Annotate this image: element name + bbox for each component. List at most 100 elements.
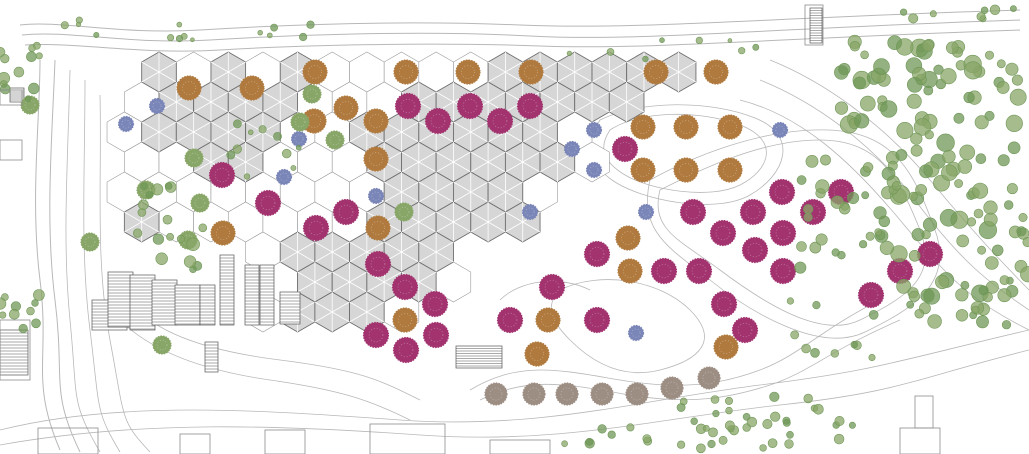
shrub xyxy=(767,438,778,449)
shrub xyxy=(561,440,568,448)
shrub xyxy=(796,241,807,252)
shrub xyxy=(936,133,955,153)
shrub xyxy=(642,55,649,63)
brown-tree xyxy=(393,59,419,85)
shrub xyxy=(151,183,164,196)
shrub xyxy=(997,288,1012,303)
magenta-flowering-tree xyxy=(486,107,514,135)
shrub xyxy=(941,164,958,181)
magenta-flowering-tree xyxy=(769,219,797,247)
shrub xyxy=(933,64,944,75)
shrub xyxy=(786,297,795,305)
shrub xyxy=(983,212,998,227)
shrub xyxy=(959,144,976,161)
hexagonal-canopy xyxy=(314,291,350,333)
hexagonal-canopy xyxy=(556,51,593,93)
shrub xyxy=(198,223,208,233)
shrub xyxy=(232,144,242,154)
grey-tree xyxy=(660,376,684,400)
shrub xyxy=(762,418,773,429)
magenta-flowering-tree xyxy=(362,321,390,349)
shrub xyxy=(702,424,710,432)
shrub xyxy=(166,232,174,241)
shrub xyxy=(597,424,607,434)
shrub xyxy=(910,132,923,145)
deck-hatching xyxy=(279,291,301,325)
magenta-flowering-tree xyxy=(741,236,769,264)
brown-tree xyxy=(617,258,643,284)
shrub xyxy=(784,439,794,449)
shrub xyxy=(860,50,869,60)
shrub xyxy=(940,68,957,85)
shrub xyxy=(809,241,822,254)
brown-tree xyxy=(643,59,669,85)
hexagonal-canopy xyxy=(279,231,316,273)
shrub xyxy=(830,349,839,358)
shrub xyxy=(908,191,918,201)
magenta-flowering-tree xyxy=(685,257,713,285)
shrub xyxy=(708,427,718,438)
shrub xyxy=(868,309,879,320)
shrub xyxy=(258,125,267,134)
hexagonal-canopy xyxy=(608,81,645,123)
deck-hatching xyxy=(199,284,216,326)
shrub xyxy=(1003,200,1014,210)
shrub xyxy=(921,39,935,52)
shrub xyxy=(997,154,1010,167)
shrub xyxy=(782,418,791,427)
shrub xyxy=(270,23,278,32)
magenta-flowering-tree xyxy=(709,219,737,247)
shrub xyxy=(873,58,890,75)
deck-hatching xyxy=(151,279,178,326)
shrub xyxy=(175,34,184,43)
shrub xyxy=(226,150,236,160)
shrub xyxy=(295,144,302,151)
shrub xyxy=(963,91,975,104)
shrub xyxy=(803,393,813,404)
shrub xyxy=(896,278,912,294)
green-tree xyxy=(325,130,345,150)
shrub xyxy=(306,20,315,29)
hexagonal-canopy xyxy=(123,201,160,243)
shrub xyxy=(801,343,811,354)
magenta-flowering-tree xyxy=(857,281,885,309)
shrub xyxy=(138,199,149,211)
shrub xyxy=(805,154,819,168)
tree-canopies xyxy=(20,59,944,406)
shrub xyxy=(190,37,195,43)
brown-tree xyxy=(518,59,544,85)
shrub xyxy=(834,65,849,80)
grey-tree xyxy=(555,382,579,406)
shrub xyxy=(922,217,938,232)
shrub xyxy=(1007,141,1021,155)
stair-and-deck-hatching xyxy=(0,7,823,376)
magenta-flowering-tree xyxy=(254,189,282,217)
shrub xyxy=(874,228,883,236)
shrub xyxy=(35,52,43,60)
shrub xyxy=(975,153,987,164)
shrub xyxy=(796,175,807,185)
shrub xyxy=(803,204,814,215)
deck-hatching xyxy=(0,329,29,376)
magenta-flowering-tree xyxy=(421,290,449,318)
blue-tree xyxy=(637,203,655,221)
shrub xyxy=(133,228,143,238)
shrub xyxy=(676,403,686,412)
blue-tree xyxy=(585,121,603,139)
magenta-flowering-tree xyxy=(302,214,330,242)
shrub xyxy=(972,182,989,199)
shrub xyxy=(152,233,164,245)
shrub xyxy=(906,77,923,93)
shrub xyxy=(853,76,866,90)
shrub xyxy=(1001,320,1012,330)
grey-tree xyxy=(484,382,508,406)
shrub xyxy=(976,315,989,329)
deck-hatching xyxy=(129,274,156,331)
magenta-flowering-tree xyxy=(710,290,738,318)
shrub xyxy=(13,66,25,78)
shrub xyxy=(746,416,758,428)
shrub xyxy=(770,411,781,422)
shrub xyxy=(810,347,820,358)
magenta-flowering-tree xyxy=(516,92,544,120)
magenta-flowering-tree xyxy=(769,257,797,285)
